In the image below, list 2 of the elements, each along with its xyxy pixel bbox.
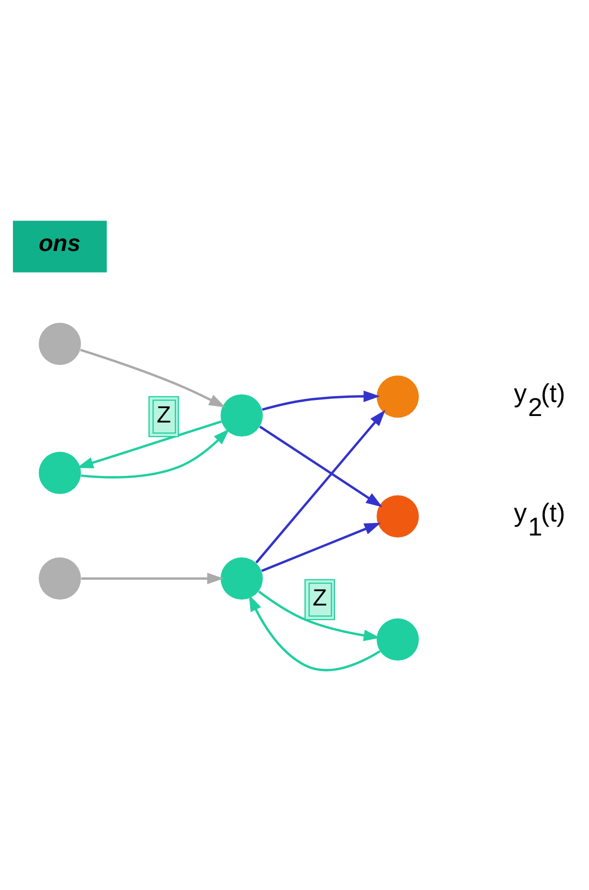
edge-label: Z (156, 400, 171, 427)
edge-label: Z (312, 584, 328, 610)
